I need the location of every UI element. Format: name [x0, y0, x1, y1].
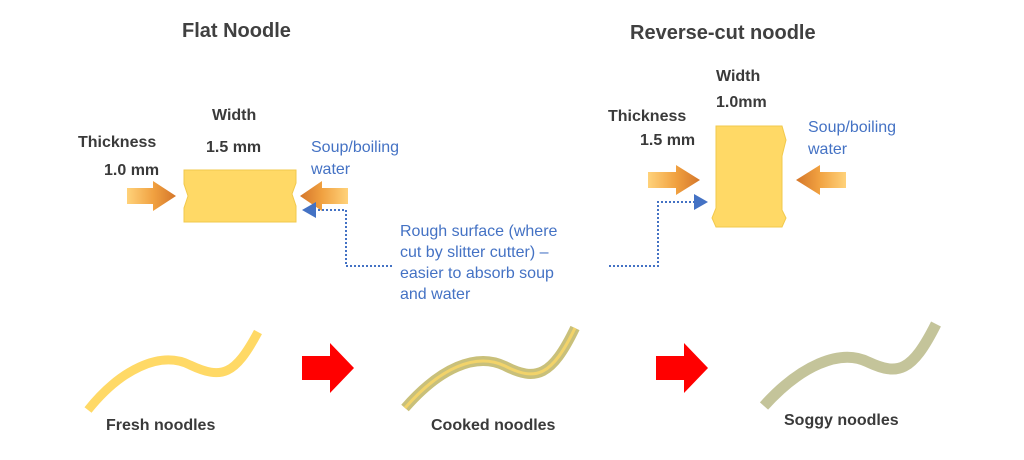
callout-line-2: cut by slitter cutter) –: [400, 244, 549, 261]
reverse-soup-label-1: Soup/boiling: [808, 119, 897, 136]
callout-line-3: easier to absorb soup: [400, 265, 554, 282]
thickness-arrow-left: [127, 181, 176, 211]
callout-connector-right: [609, 194, 708, 267]
soup-arrow-left: [300, 181, 348, 211]
fresh-noodle-strand: [84, 329, 262, 413]
flat-noodle-cross-section: [183, 169, 297, 223]
reverse-cut-noodle-cross-section: [711, 125, 787, 228]
flat-noodle-title: Flat Noodle: [182, 20, 291, 42]
stage-label-cooked: Cooked noodles: [431, 417, 556, 434]
reverse-width-value: 1.0mm: [716, 94, 767, 111]
cooked-noodle-strand: [401, 325, 580, 412]
reverse-cut-title: Reverse-cut noodle: [630, 22, 816, 44]
process-arrow-2: [656, 343, 708, 393]
callout-line-1: Rough surface (where: [400, 223, 558, 240]
callout-line-4: and water: [400, 286, 471, 303]
flat-thickness-value: 1.0 mm: [104, 162, 160, 179]
flat-soup-label-1: Soup/boiling: [311, 139, 400, 156]
stage-label-fresh: Fresh noodles: [106, 417, 216, 434]
callout-connector-left: [302, 202, 392, 267]
soup-arrow-right: [796, 165, 846, 195]
flat-width-label: Width: [212, 107, 257, 124]
soggy-noodle-strand: [759, 321, 941, 410]
flat-width-value: 1.5 mm: [206, 139, 262, 156]
reverse-thickness-value: 1.5 mm: [640, 132, 696, 149]
stage-label-soggy: Soggy noodles: [784, 412, 899, 429]
thickness-arrow-right: [648, 165, 700, 195]
flat-thickness-label: Thickness: [78, 134, 157, 151]
reverse-soup-label-2: water: [808, 141, 848, 158]
reverse-thickness-label: Thickness: [608, 108, 687, 125]
reverse-width-label: Width: [716, 68, 761, 85]
rough-surface-callout: Rough surface (where cut by slitter cutt…: [400, 221, 610, 305]
flat-soup-label-2: water: [311, 161, 351, 178]
process-arrow-1: [302, 343, 354, 393]
